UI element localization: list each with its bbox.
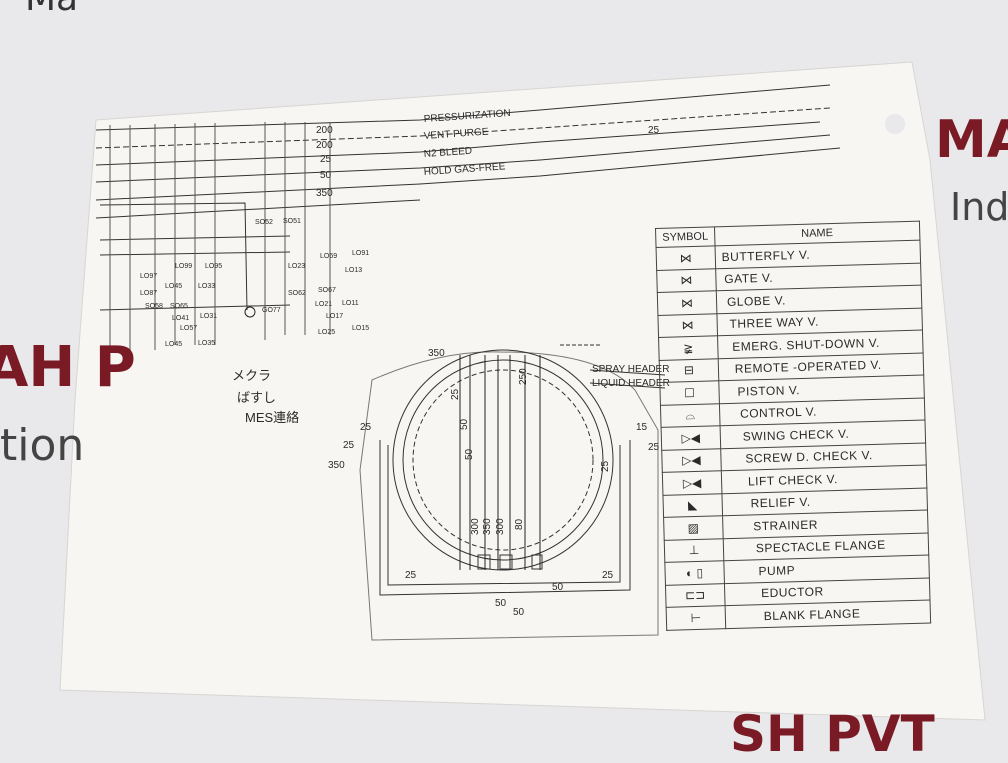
- valve-tag: LO13: [345, 267, 362, 274]
- pipe-size: 50: [552, 582, 564, 593]
- line-size: 200: [316, 125, 333, 136]
- pipe-lines: [95, 84, 841, 350]
- valve-tag: LO91: [352, 250, 369, 257]
- pump-icon: ◐ ▯: [664, 560, 725, 585]
- spectacle-flange-icon: ⊥: [664, 538, 724, 563]
- strainer-icon: ▨: [663, 515, 724, 540]
- note-line: ばすし: [237, 390, 276, 405]
- control-valve-icon: ⌓: [660, 403, 720, 428]
- valve-tag: SO65: [170, 303, 188, 310]
- handwritten-note: メクラ ばすし MES連絡: [232, 368, 299, 425]
- valve-tag: LO21: [315, 301, 332, 308]
- pipe-size: 15: [636, 422, 648, 433]
- banner-text: AH P: [0, 335, 136, 400]
- pipe-size: 350: [428, 348, 445, 359]
- three-way-valve-icon: ⋈: [657, 313, 718, 338]
- valve-tag: LO15: [352, 325, 369, 332]
- tank-sizes: 350 25 50 50 250 15 25 25 25 350 25 300 …: [328, 348, 660, 618]
- line-size: 350: [316, 188, 333, 199]
- legend-table: SYMBOL NAME ⋈BUTTERFLY V.⋈GATE V.⋈GLOBE …: [655, 221, 931, 631]
- swing-check-valve-icon: ▷◀: [661, 425, 721, 450]
- blank-flange-icon: ⊢: [666, 605, 726, 630]
- pipe-size: 250: [518, 368, 529, 385]
- banner-text: MA: [935, 110, 1008, 170]
- valve-tag: LO99: [175, 263, 192, 270]
- tank-diagram: [359, 344, 666, 641]
- spray-header-label: SPRAY HEADER: [592, 364, 669, 375]
- punch-hole: [885, 114, 905, 134]
- valve-tag: LO69: [320, 253, 337, 260]
- valve-tag: LO25: [318, 329, 335, 336]
- valve-tag: LO11: [342, 300, 359, 307]
- pipe-size: 300: [470, 518, 481, 535]
- note-line: MES連絡: [245, 410, 299, 425]
- line-label: VENT PURGE: [423, 126, 489, 142]
- valve-tag: LO45: [165, 341, 182, 348]
- pipe-size: 50: [495, 598, 507, 609]
- banner-text: Ind: [950, 185, 1008, 229]
- valve-tag: LO45: [165, 283, 182, 290]
- remote-operated-valve-icon: ⊟: [659, 358, 719, 383]
- valve-tag: SO58: [145, 303, 163, 310]
- line-size: 25: [648, 125, 660, 136]
- pipe-size: 300: [495, 518, 506, 535]
- valve-tag: LO35: [198, 340, 215, 347]
- valve-tag: LO41: [172, 315, 189, 322]
- valve-tag: LO97: [140, 273, 157, 280]
- emergency-shutdown-valve-icon: ≩: [658, 335, 719, 360]
- pipe-size: 25: [450, 388, 461, 400]
- pipe-size: 80: [514, 518, 525, 530]
- valve-tag: LO33: [198, 283, 215, 290]
- valve-tags: LO97 LO95 LO99 LO45 LO33 LO87 SO58 SO65 …: [140, 218, 369, 348]
- valve-tag: LO87: [140, 290, 157, 297]
- piston-valve-icon: ☐: [659, 380, 720, 405]
- globe-valve-icon: ⋈: [657, 290, 717, 315]
- valve-tag: SO51: [283, 218, 301, 225]
- line-size: 200: [316, 140, 333, 151]
- pipe-size: 25: [405, 570, 417, 581]
- valve-tag: LO95: [205, 263, 222, 270]
- pipe-size: 25: [602, 570, 614, 581]
- valve-tag: LO31: [200, 313, 217, 320]
- valve-tag: SO52: [255, 219, 273, 226]
- pipe-size: 50: [464, 448, 475, 460]
- line-label: N2 BLEED: [423, 146, 472, 160]
- pipe-size: 25: [600, 460, 611, 472]
- lift-check-valve-icon: ▷◀: [662, 470, 722, 495]
- pipe-size: 25: [648, 442, 660, 453]
- pipe-size: 50: [513, 607, 525, 618]
- pipe-size: 25: [343, 440, 355, 451]
- pipe-size: 25: [360, 422, 372, 433]
- legend-header-symbol: SYMBOL: [655, 226, 715, 248]
- eductor-icon: ⊏⊐: [665, 583, 725, 608]
- pipe-size: 50: [459, 418, 470, 430]
- gate-valve-icon: ⋈: [656, 268, 717, 293]
- valve-tag: LO23: [288, 263, 305, 270]
- valve-tag: LO17: [326, 313, 343, 320]
- pump-icon: [244, 306, 256, 318]
- line-size: 50: [320, 170, 332, 181]
- line-size: 25: [320, 154, 332, 165]
- banner-text: SH PVT: [730, 705, 935, 763]
- valve-tag: SO67: [318, 287, 336, 294]
- butterfly-valve-icon: ⋈: [656, 245, 716, 270]
- valve-tag: LO57: [180, 325, 197, 332]
- banner-text: Ma: [25, 0, 78, 19]
- banner-text: tion: [0, 420, 85, 471]
- relief-valve-icon: ◣: [662, 493, 723, 518]
- screw-down-check-valve-icon: ▷◀: [661, 448, 722, 473]
- pipe-size: 350: [482, 518, 493, 535]
- pipe-size: 350: [328, 460, 345, 471]
- liquid-header-label: LIQUID HEADER: [592, 378, 670, 389]
- valve-tag: GO77: [262, 307, 281, 314]
- valve-tag: SO62: [288, 290, 306, 297]
- note-line: メクラ: [232, 368, 271, 383]
